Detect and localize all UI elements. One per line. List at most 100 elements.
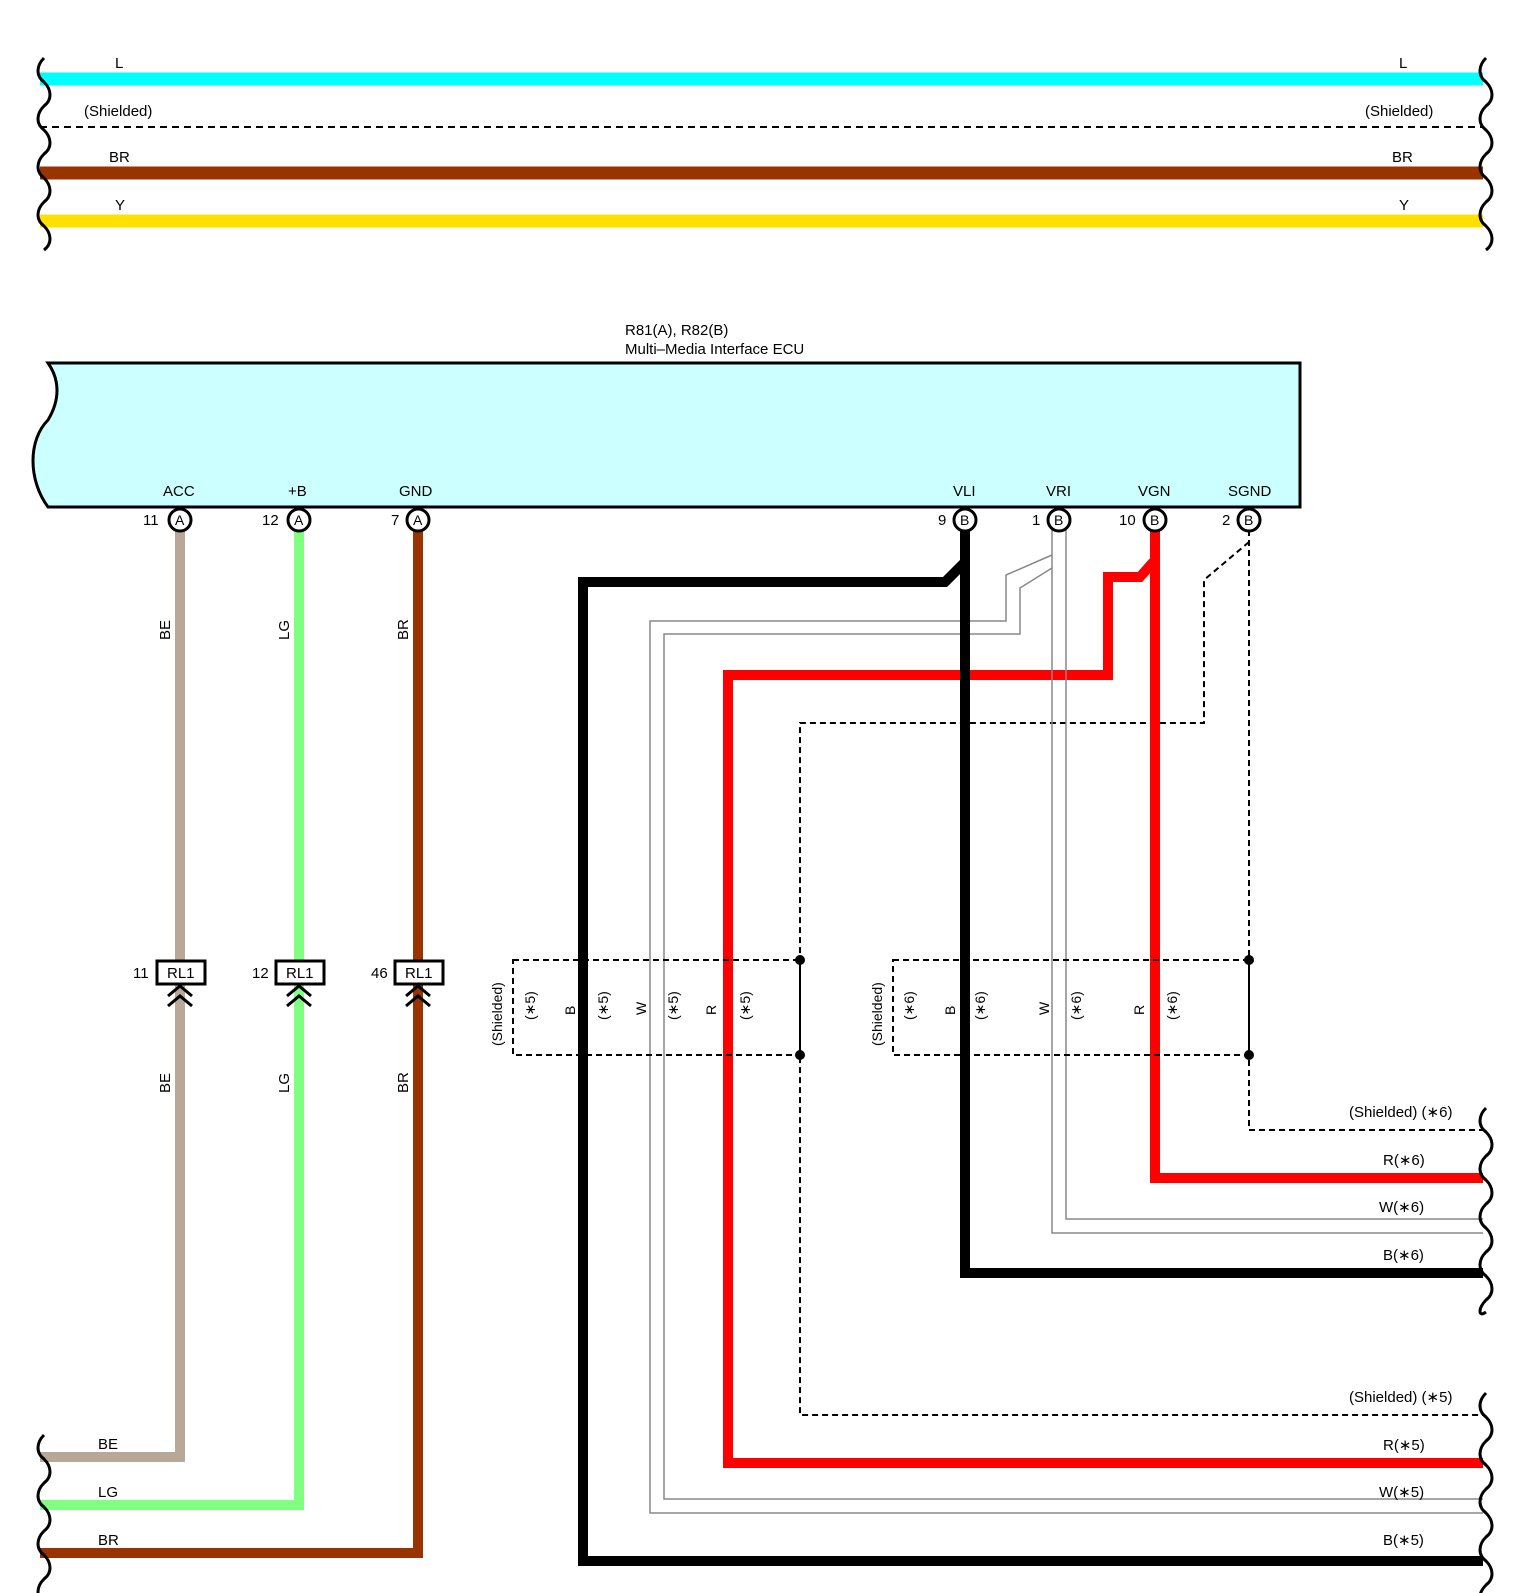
top-label-y-right: Y	[1399, 197, 1409, 214]
group5-label: B	[562, 1006, 578, 1015]
group5-label: (∗5)	[737, 991, 753, 1020]
pin-conn: A	[413, 512, 423, 528]
connector-rl1-11: RL1 11	[133, 959, 207, 1008]
pin-num: 2	[1222, 512, 1230, 529]
wire-br	[40, 520, 423, 1558]
wire-shielded-6	[1248, 520, 1483, 1131]
pin-gnd: A 7	[391, 507, 431, 533]
group5-label: (∗5)	[665, 991, 681, 1020]
bottom-label-br: BR	[98, 1532, 119, 1549]
group6-label: (∗6)	[1068, 991, 1084, 1020]
pin-b: A 12	[262, 507, 312, 533]
pin-conn: A	[294, 512, 304, 528]
top-label-l-right: L	[1399, 55, 1407, 72]
top-label-br-left: BR	[109, 149, 130, 166]
ecu-title: R81(A), R82(B)	[625, 322, 728, 339]
output-label-r-6: R(∗6)	[1383, 1152, 1425, 1169]
connector-label: RL1	[286, 965, 314, 982]
shield-node	[1244, 955, 1254, 965]
wire-w-5-outer	[649, 554, 1483, 1514]
wire-label-br-bottom: BR	[395, 1072, 412, 1093]
shield-label-6: (Shielded)	[869, 982, 885, 1046]
group5-label: R	[703, 1005, 719, 1015]
top-break-left	[36, 56, 52, 252]
group6-label: B	[942, 1006, 958, 1015]
pin-conn: B	[960, 512, 969, 528]
wire-b-5	[578, 540, 1483, 1566]
wire-lg	[40, 520, 304, 1510]
group5-label: W	[633, 1001, 649, 1015]
wire-w-6-outer	[1051, 520, 1483, 1234]
output-label-r-5: R(∗5)	[1383, 1437, 1425, 1454]
pin-num: 9	[938, 512, 946, 529]
pin-conn: B	[1054, 512, 1063, 528]
wire-label-be-top: BE	[157, 620, 174, 640]
output-label-shielded-6: (Shielded) (∗6)	[1349, 1104, 1452, 1121]
pin-vri: B 1	[1032, 507, 1072, 533]
output-label-w-5: W(∗5)	[1379, 1484, 1424, 1501]
shield-node	[795, 955, 805, 965]
group5-label: (∗5)	[595, 991, 611, 1020]
shield-box-5	[512, 959, 801, 1056]
top-label-shielded-left: (Shielded)	[84, 103, 152, 120]
left-break	[36, 1433, 52, 1593]
top-label-shielded-right: (Shielded)	[1365, 103, 1433, 120]
pin-num: 10	[1119, 512, 1136, 529]
connector-rl1-12: RL1 12	[252, 959, 326, 1008]
group5-label: (∗5)	[522, 991, 538, 1020]
connector-label: RL1	[405, 965, 433, 982]
shield-node	[1244, 1050, 1254, 1060]
group6-label: (∗6)	[972, 991, 988, 1020]
pin-name-vli: VLI	[953, 483, 976, 500]
top-label-br-right: BR	[1392, 149, 1413, 166]
right-break-6	[1478, 1106, 1494, 1316]
pin-num: 12	[262, 512, 279, 529]
wire-be	[40, 520, 185, 1462]
pin-name-acc: ACC	[163, 483, 195, 500]
wire-label-lg-bottom: LG	[276, 1073, 293, 1093]
ecu-subtitle: Multi–Media Interface ECU	[625, 341, 804, 358]
bottom-label-be: BE	[98, 1436, 118, 1453]
connector-pin: 46	[371, 965, 388, 982]
shield-label-5: (Shielded)	[489, 982, 505, 1046]
wire-w-5-inner	[663, 567, 1483, 1500]
pin-num: 1	[1032, 512, 1040, 529]
top-label-l-left: L	[115, 55, 123, 72]
pin-num: 7	[391, 512, 399, 529]
right-break-5	[1478, 1391, 1494, 1593]
output-label-b-5: B(∗5)	[1383, 1532, 1424, 1549]
wire-b-6	[960, 520, 1483, 1278]
group6-label: (∗6)	[901, 991, 917, 1020]
wire-r-6	[1150, 520, 1483, 1183]
connector-pin: 12	[252, 965, 269, 982]
pin-conn: B	[1244, 512, 1253, 528]
shield-node	[795, 1050, 805, 1060]
pin-conn: A	[175, 512, 185, 528]
group6-label: W	[1036, 1001, 1052, 1015]
top-wires: L L (Shielded) (Shielded) BR BR Y Y	[36, 55, 1494, 252]
pin-conn: B	[1150, 512, 1159, 528]
pin-name-vgn: VGN	[1138, 483, 1171, 500]
top-break-right	[1478, 56, 1494, 252]
pin-name-sgnd: SGND	[1228, 483, 1272, 500]
ecu-component: R81(A), R82(B) Multi–Media Interface ECU…	[31, 322, 1302, 509]
pin-num: 11	[143, 512, 159, 529]
pin-vli: B 9	[938, 507, 978, 533]
wire-label-be-bottom: BE	[157, 1073, 174, 1093]
ecu-body	[31, 361, 1302, 509]
shield-box-6	[892, 959, 1250, 1056]
wire-w-6-inner	[1065, 520, 1483, 1220]
left-wires: BE LG BR BE LG BR BE LG BR RL1 11 RL1 12…	[36, 520, 445, 1593]
connector-rl1-46: RL1 46	[371, 959, 445, 1008]
output-label-b-6: B(∗6)	[1383, 1247, 1424, 1264]
wire-r-5	[723, 545, 1483, 1468]
output-label-shielded-5: (Shielded) (∗5)	[1349, 1389, 1452, 1406]
pin-vgn: B 10	[1119, 507, 1168, 533]
pin-name-gnd: GND	[399, 483, 433, 500]
group6-label: (∗6)	[1164, 991, 1180, 1020]
wire-label-br-top: BR	[395, 619, 412, 640]
signal-wires: (Shielded) (∗5) B (∗5) W (∗5) R (∗5) (Sh…	[489, 520, 1494, 1593]
output-label-w-6: W(∗6)	[1379, 1199, 1424, 1216]
group6-label: R	[1131, 1005, 1147, 1015]
